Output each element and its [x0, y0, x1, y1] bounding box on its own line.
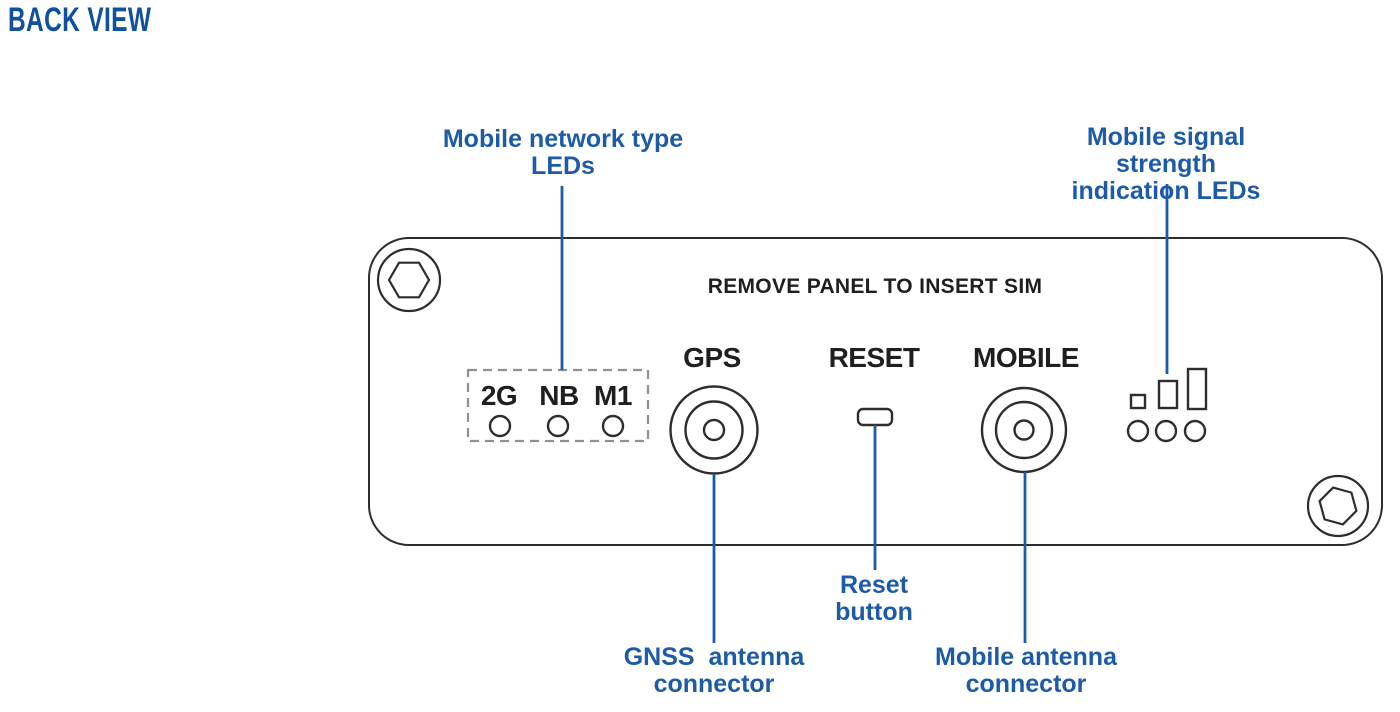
- led-label-2g: 2G: [480, 380, 518, 411]
- remove-panel-note: REMOVE PANEL TO INSERT SIM: [707, 275, 1043, 298]
- signal-led-2: [1154, 419, 1178, 443]
- annotation-mobile-connector: Mobile antenna connector: [935, 643, 1117, 698]
- annotation-reset-button: Reset button: [835, 571, 913, 626]
- signal-strength-bars-icon: [1129, 367, 1208, 411]
- gps-port-label: GPS: [683, 342, 741, 373]
- led-nb: [546, 414, 570, 438]
- annotation-signal-strength-leds: Mobile signal strength indication LEDs: [1071, 123, 1261, 205]
- screw-bottom-right-icon: [1306, 474, 1370, 538]
- led-2g: [488, 414, 512, 438]
- page-title: BACK VIEW: [8, 1, 152, 39]
- network-led-box: [466, 368, 650, 443]
- signal-led-3: [1183, 419, 1207, 443]
- signal-led-1: [1126, 419, 1150, 443]
- mobile-antenna-connector: [980, 386, 1068, 474]
- reset-port-label: RESET: [828, 342, 920, 373]
- annotation-gnss-connector: GNSS antenna connector: [623, 643, 805, 698]
- led-m1: [601, 414, 625, 438]
- led-label-m1: M1: [594, 380, 632, 411]
- screw-top-left-icon: [376, 247, 442, 313]
- mobile-port-label: MOBILE: [973, 342, 1079, 373]
- annotation-network-type-leds: Mobile network type LEDs: [442, 125, 684, 180]
- led-label-nb: NB: [539, 380, 579, 411]
- gnss-antenna-connector: [669, 385, 759, 475]
